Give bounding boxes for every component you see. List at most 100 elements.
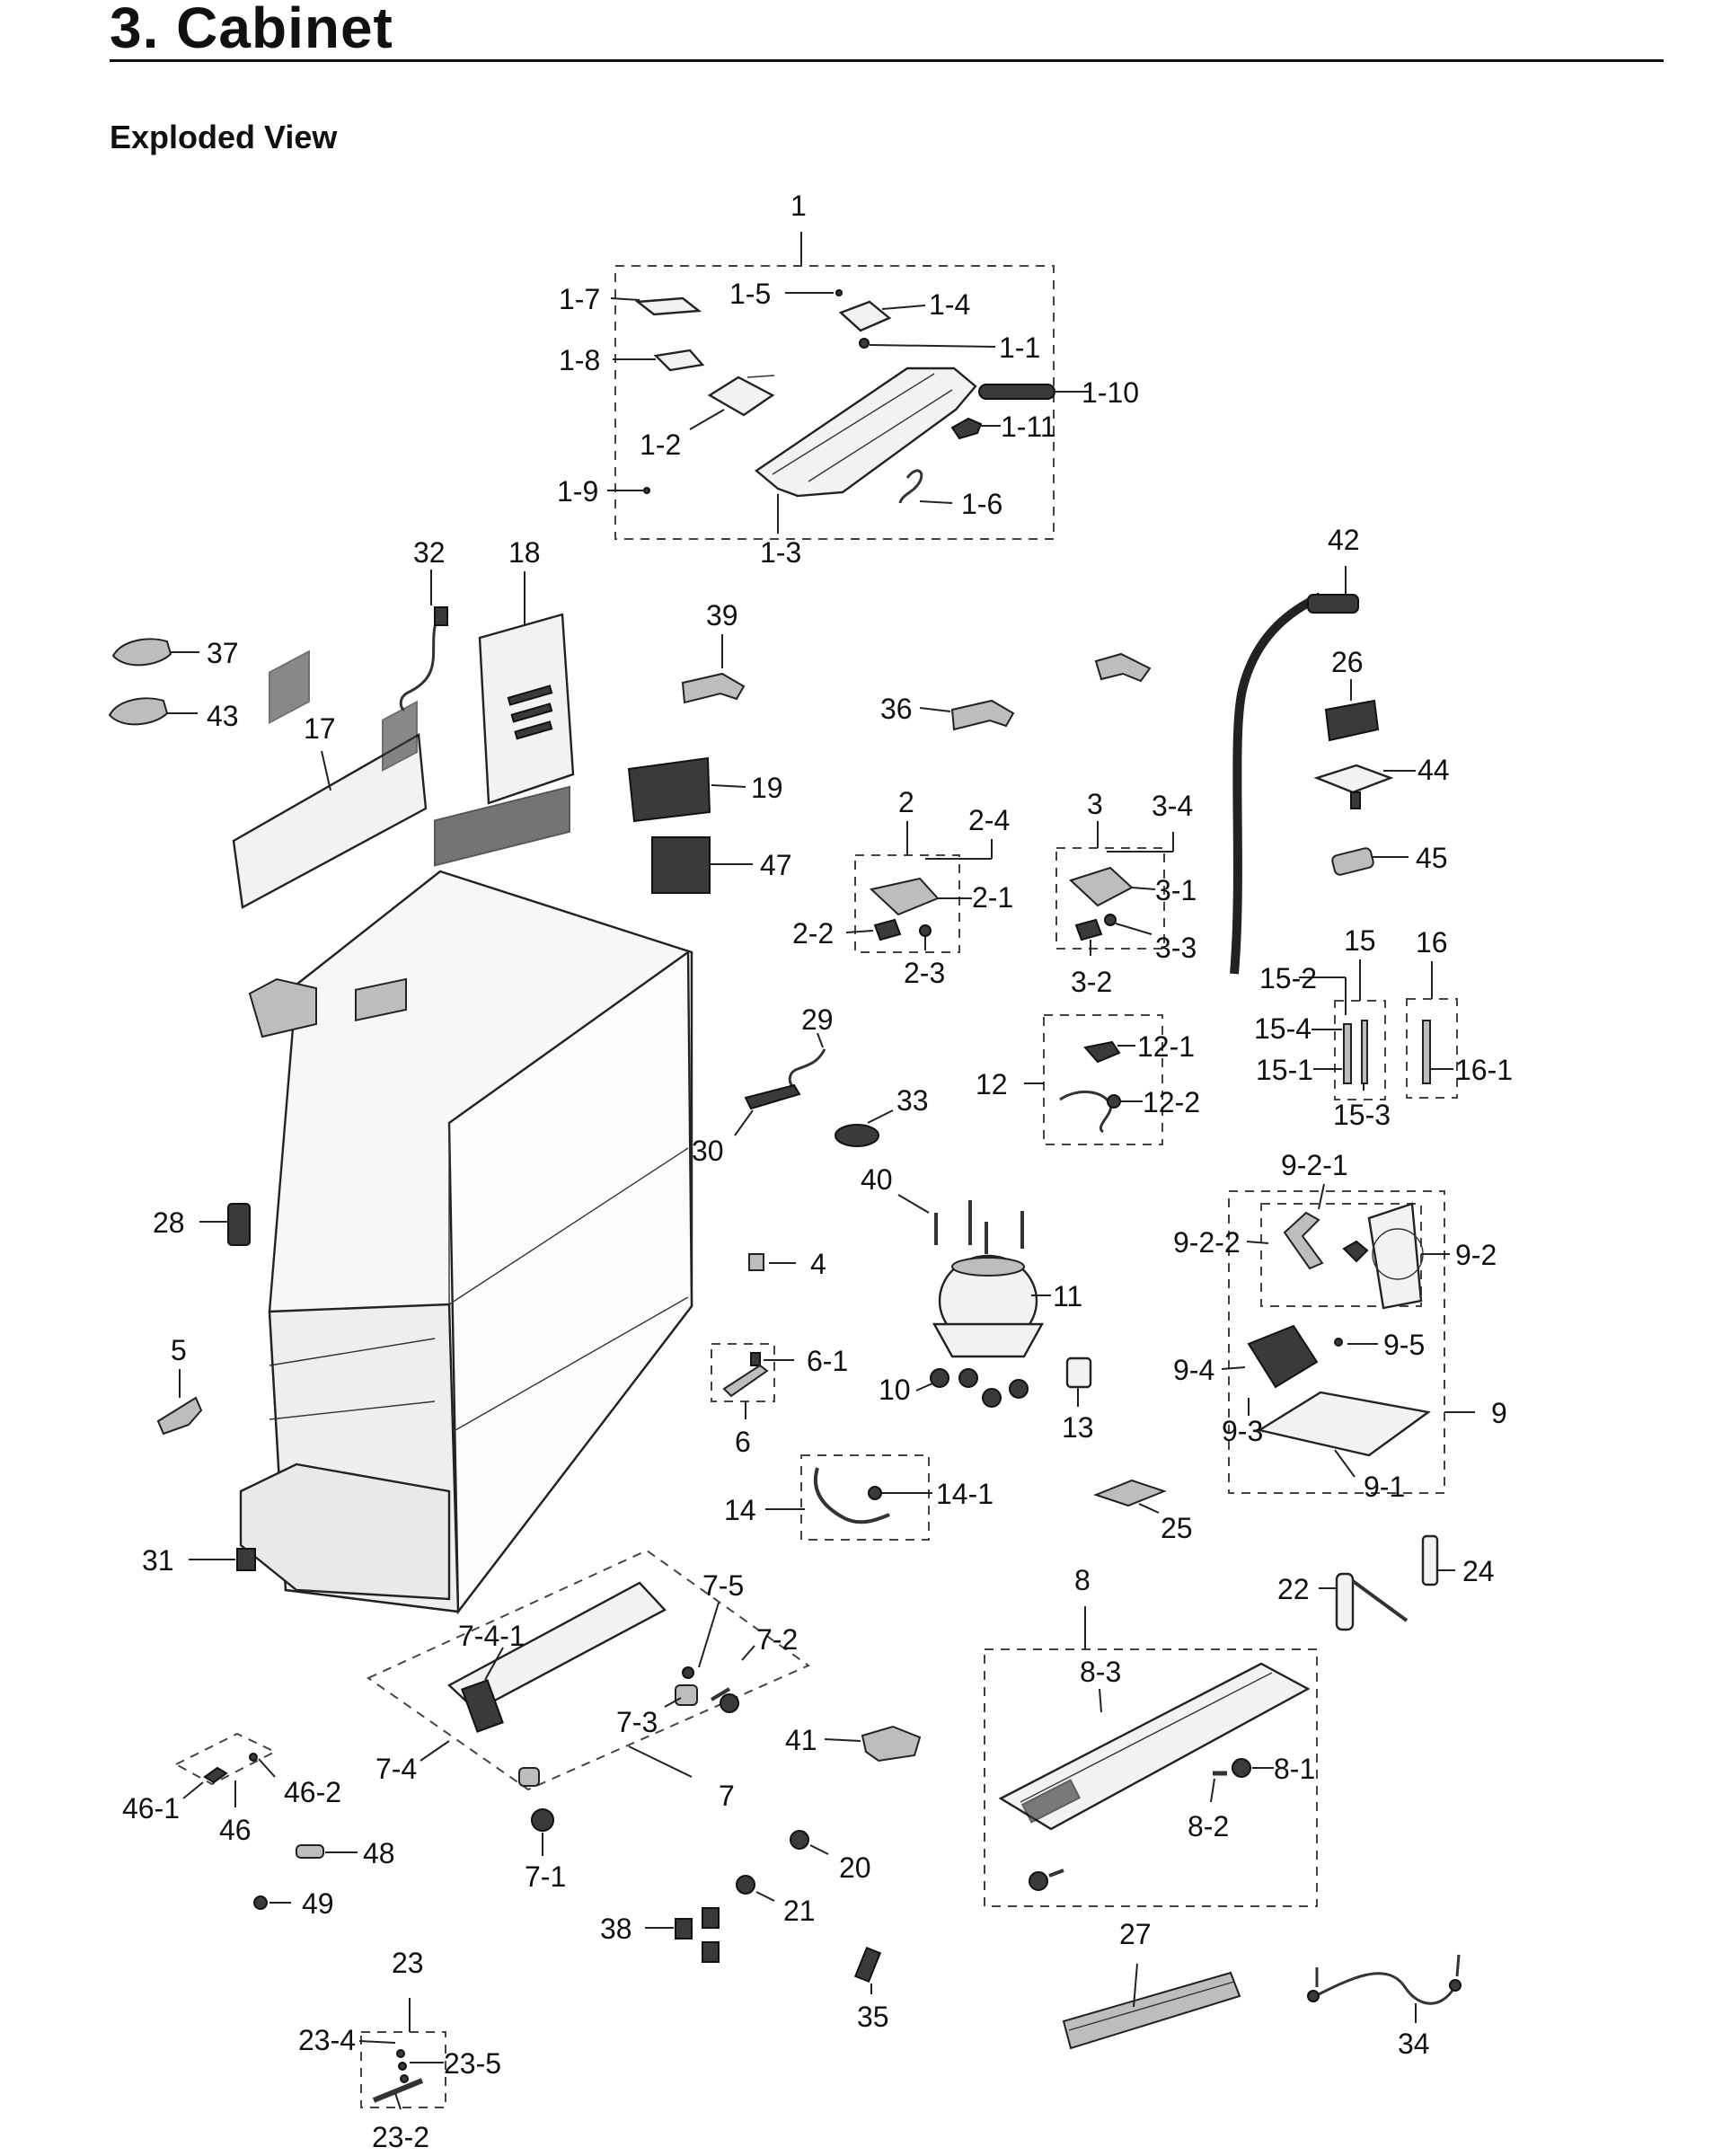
- part-27-edge: [1068, 1981, 1235, 2031]
- callout-3-1: 3-1: [1155, 874, 1197, 906]
- part-28: [227, 1203, 251, 1246]
- part-19: [627, 756, 711, 823]
- part-24: [1421, 1534, 1439, 1586]
- callout-46: 46: [219, 1814, 252, 1846]
- callout-15-1: 15-1: [1256, 1054, 1313, 1086]
- part-1-3: [755, 367, 977, 498]
- part-18-label-b: [510, 702, 553, 723]
- part-2-1: [869, 877, 940, 916]
- part-15-3: [1361, 1020, 1368, 1084]
- part-46-2: [249, 1753, 258, 1762]
- callout-16: 16: [1416, 926, 1448, 959]
- part-32-cord: [399, 619, 438, 711]
- part-7-roller-left: [518, 1767, 540, 1787]
- part-44-post: [1350, 791, 1361, 809]
- part-31: [236, 1548, 256, 1571]
- cabinet-back-hinge: [248, 977, 317, 1038]
- callout-28: 28: [153, 1206, 185, 1239]
- callout-33: 33: [896, 1084, 929, 1117]
- part-3-3: [1104, 914, 1117, 926]
- group-3-box: [1055, 847, 1165, 950]
- part-39: [681, 672, 746, 704]
- callout-23-5: 23-5: [444, 2047, 501, 2080]
- callout-7-5: 7-5: [702, 1569, 744, 1602]
- callout-24: 24: [1462, 1555, 1495, 1587]
- callout-1-8: 1-8: [559, 344, 600, 376]
- cabinet-rear-component: [355, 977, 407, 1022]
- part-27: [1062, 1971, 1241, 2050]
- group-6-box: [711, 1343, 775, 1402]
- callout-18: 18: [508, 536, 541, 569]
- part-41: [861, 1725, 922, 1763]
- callout-47: 47: [760, 849, 792, 881]
- title-rule: [110, 59, 1664, 62]
- part-34-end-right: [1449, 1979, 1462, 1992]
- group-23-box: [360, 2031, 446, 2108]
- callout-46-2: 46-2: [284, 1776, 341, 1808]
- callout-23-4: 23-4: [298, 2024, 356, 2056]
- callout-1-7: 1-7: [559, 283, 600, 315]
- part-21: [736, 1875, 755, 1895]
- part-48: [296, 1844, 324, 1859]
- callout-16-1: 16-1: [1455, 1054, 1513, 1086]
- part-23-5-a: [396, 2049, 405, 2058]
- part-10-grommet-b: [958, 1368, 978, 1388]
- part-38-c: [702, 1941, 720, 1963]
- callout-9-2-2: 9-2-2: [1173, 1226, 1241, 1259]
- callout-10: 10: [879, 1374, 911, 1406]
- part-22-tube: [1351, 1579, 1409, 1622]
- part-14-1: [868, 1486, 882, 1500]
- part-7-2: [710, 1687, 731, 1701]
- part-44: [1313, 764, 1394, 794]
- part-46-1: [203, 1766, 228, 1784]
- part-9-4: [1247, 1324, 1319, 1389]
- part-10-grommet-c: [982, 1388, 1002, 1408]
- part-10-grommet-a: [930, 1368, 949, 1388]
- part-8-1: [1232, 1758, 1251, 1778]
- callout-14: 14: [724, 1494, 756, 1526]
- callout-45: 45: [1416, 842, 1448, 874]
- callout-14-1: 14-1: [936, 1478, 994, 1510]
- part-2-2: [873, 918, 902, 941]
- callout-7-4-1: 7-4-1: [458, 1620, 525, 1652]
- part-34: [1314, 1972, 1455, 2005]
- part-8-foot: [1029, 1871, 1048, 1891]
- callout-40: 40: [861, 1163, 893, 1196]
- part-49: [253, 1895, 268, 1910]
- part-1-8: [653, 349, 705, 372]
- part-1-4: [838, 300, 892, 332]
- callout-2-1: 2-1: [972, 881, 1013, 914]
- callout-23: 23: [392, 1947, 424, 1979]
- callout-1-9: 1-9: [557, 475, 598, 508]
- part-6-1: [750, 1352, 761, 1366]
- callout-7: 7: [719, 1780, 735, 1812]
- callout-19: 19: [751, 772, 783, 804]
- part-7-wheel-right: [720, 1693, 739, 1713]
- group-46-box: [173, 1732, 278, 1786]
- callout-8-2: 8-2: [1188, 1810, 1229, 1842]
- callout-2-3: 2-3: [904, 957, 945, 989]
- part-2-3: [919, 924, 932, 937]
- part-23-5-b: [398, 2062, 407, 2071]
- callout-25: 25: [1161, 1512, 1193, 1544]
- part-14-harness: [813, 1467, 890, 1524]
- part-16-1: [1422, 1020, 1431, 1084]
- part-1-10: [978, 384, 1055, 400]
- callout-41: 41: [785, 1724, 817, 1756]
- callout-49: 49: [302, 1887, 334, 1920]
- callout-2-2: 2-2: [792, 917, 834, 950]
- callout-37: 37: [207, 637, 239, 669]
- callout-38: 38: [600, 1913, 632, 1945]
- callout-26: 26: [1331, 646, 1364, 678]
- callout-5: 5: [171, 1334, 187, 1366]
- part-1-11: [950, 417, 983, 440]
- part-45: [1331, 847, 1374, 876]
- callout-9-5: 9-5: [1383, 1329, 1425, 1361]
- callout-1-4: 1-4: [929, 288, 970, 321]
- group-7-box: [366, 1549, 811, 1791]
- part-33: [835, 1124, 879, 1147]
- part-23-2: [372, 2078, 424, 2103]
- callout-42: 42: [1328, 524, 1360, 556]
- part-9-2-fan-motor: [1342, 1240, 1369, 1263]
